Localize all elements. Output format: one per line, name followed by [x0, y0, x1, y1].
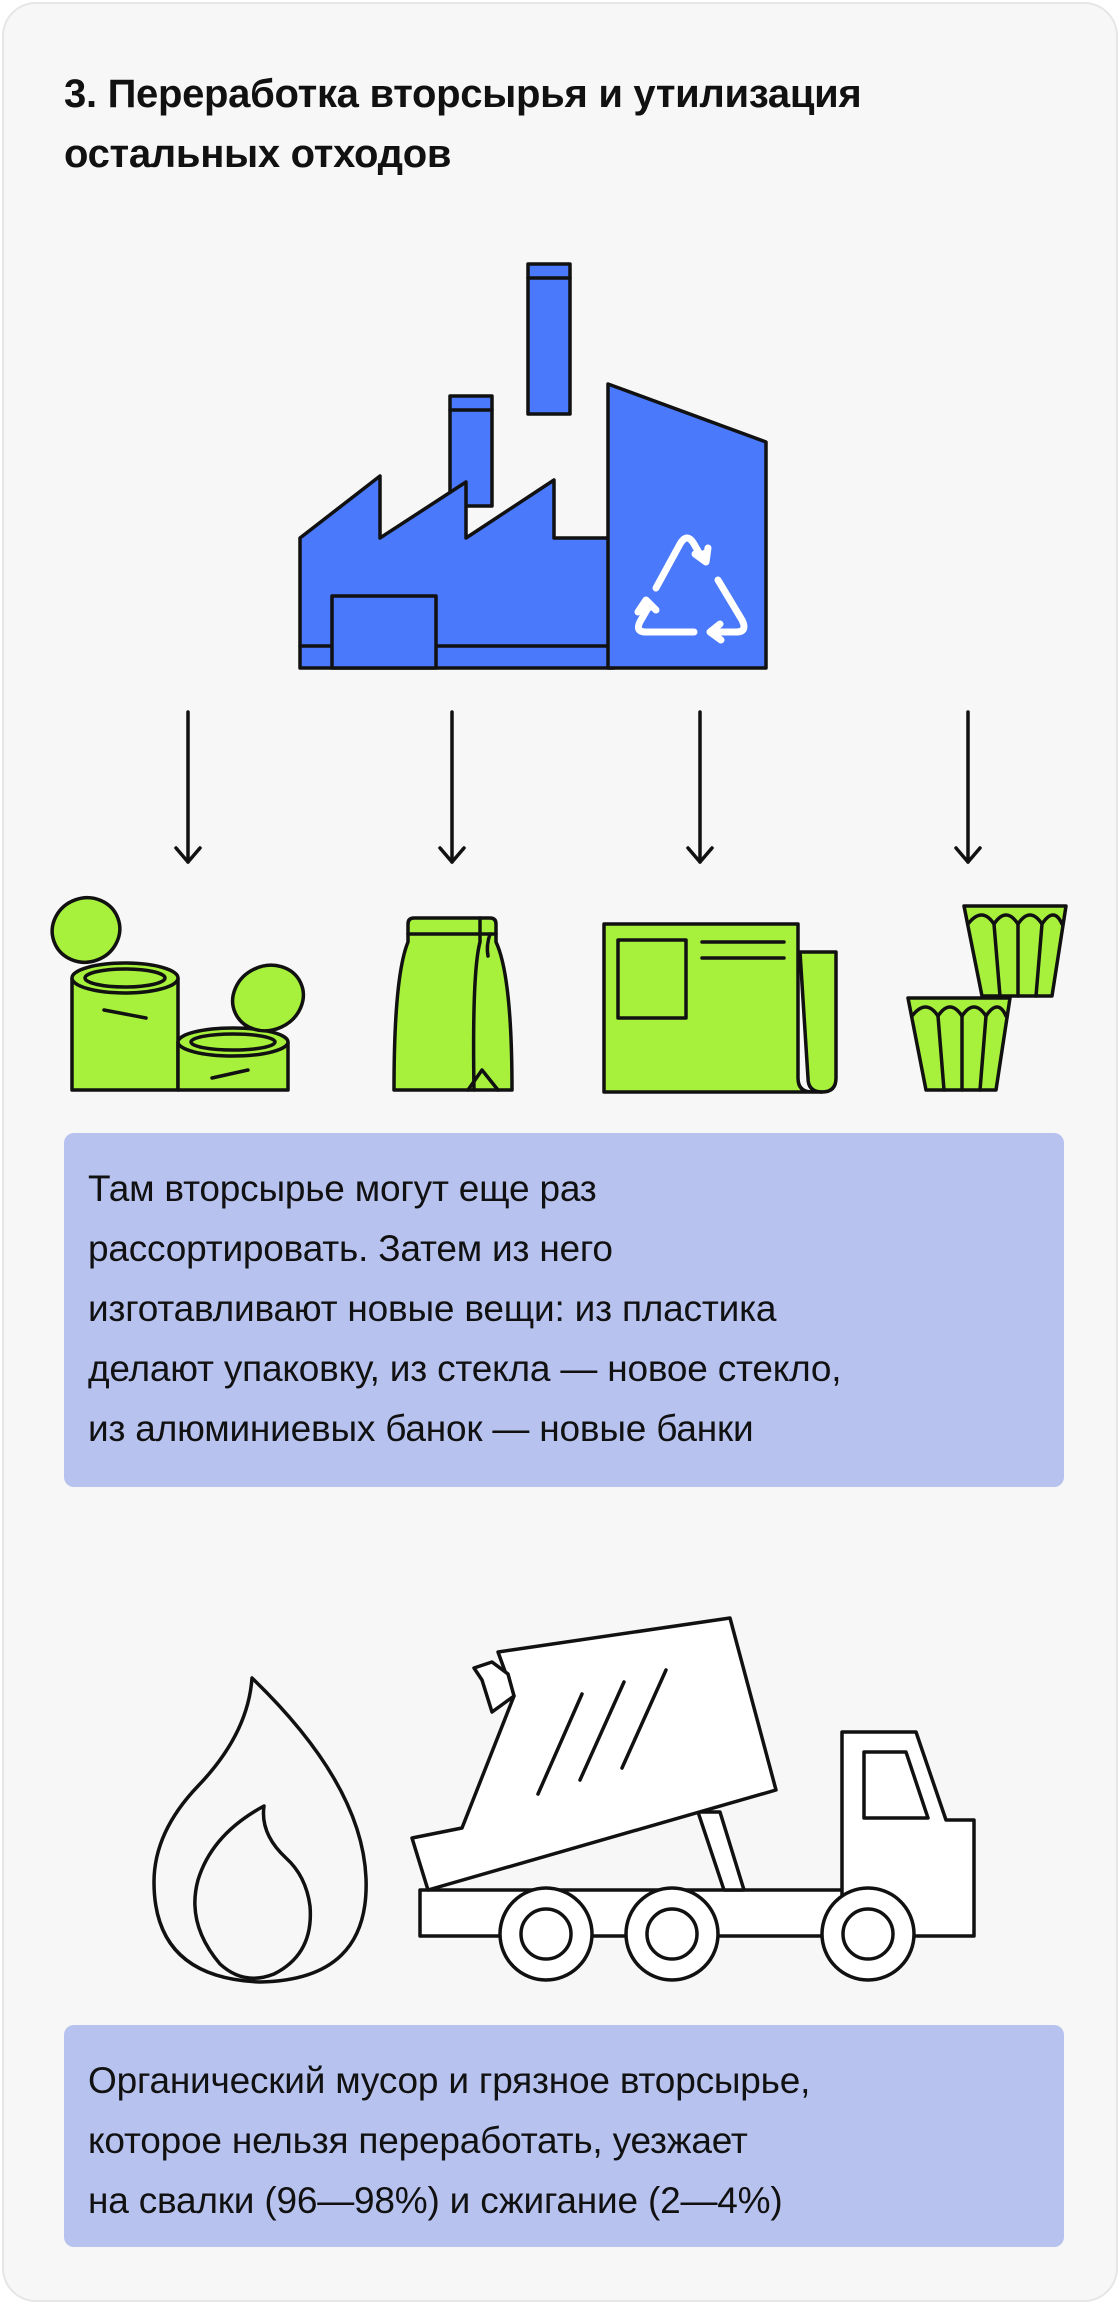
arrow-icon: [954, 710, 982, 864]
bag-icon: [392, 916, 514, 1092]
arrow-icon: [174, 710, 202, 864]
page-title: 3. Переработка вторсырья и утилизация ос…: [64, 72, 862, 176]
factory-icon: [298, 262, 768, 670]
cans-icon: [50, 896, 306, 1092]
arrow-icon: [438, 710, 466, 864]
arrow-icon: [686, 710, 714, 864]
flame-icon: [152, 1676, 368, 1984]
disposal-description: Органический мусор и грязное вторсырье, …: [64, 2025, 1064, 2247]
recycling-text: Там вторсырье могут еще раз рассортирова…: [88, 1168, 842, 1449]
disposal-text: Органический мусор и грязное вторсырье, …: [88, 2060, 811, 2221]
recycling-description: Там вторсырье могут еще раз рассортирова…: [64, 1133, 1064, 1487]
newspaper-icon: [602, 922, 838, 1094]
recycle-icon: [634, 534, 748, 644]
cups-icon: [906, 904, 1068, 1092]
dump-truck-icon: [410, 1616, 976, 1982]
